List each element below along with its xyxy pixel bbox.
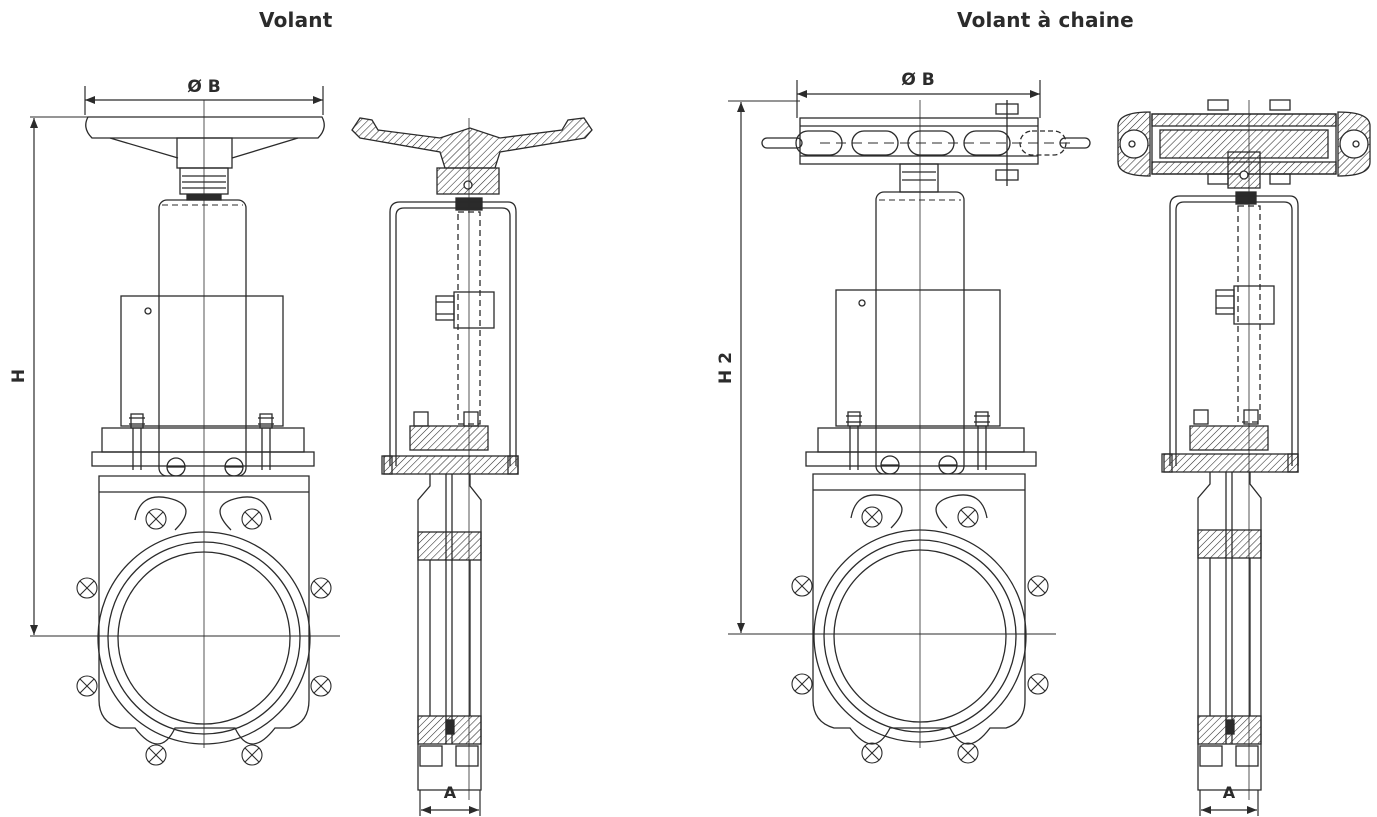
chainwheel-side-view bbox=[1117, 99, 1371, 800]
title-handwheel: Volant bbox=[259, 8, 333, 32]
handwheel-section bbox=[351, 117, 593, 169]
label-diameter-b-right: Ø B bbox=[901, 70, 934, 90]
yoke bbox=[158, 199, 247, 477]
gland-bolts-right bbox=[846, 411, 990, 470]
gland-bolts bbox=[129, 413, 274, 470]
label-height-h2: H 2 bbox=[716, 352, 736, 384]
handwheel-hub bbox=[176, 137, 233, 169]
label-width-a-left: A bbox=[444, 783, 457, 802]
dimension-width-a-left bbox=[419, 790, 481, 816]
chainwheel-plate bbox=[799, 117, 1039, 165]
handwheel-front-view bbox=[30, 100, 340, 766]
chain-links bbox=[761, 130, 1091, 156]
dimension-width-a-right bbox=[1199, 790, 1259, 816]
dimension-diameter-b-left bbox=[84, 86, 324, 115]
title-chainwheel: Volant à chaine bbox=[957, 8, 1134, 32]
label-height-h: H bbox=[9, 369, 29, 383]
label-width-a-right: A bbox=[1223, 783, 1236, 802]
handwheel-side-view bbox=[351, 117, 593, 800]
bolt-holes-right bbox=[791, 506, 1049, 764]
bolt-holes bbox=[76, 508, 332, 766]
dimension-diameter-b-right bbox=[796, 80, 1041, 118]
handwheel-rim bbox=[85, 116, 325, 139]
chainwheel-front-view bbox=[728, 100, 1091, 764]
label-diameter-b-left: Ø B bbox=[187, 77, 220, 97]
